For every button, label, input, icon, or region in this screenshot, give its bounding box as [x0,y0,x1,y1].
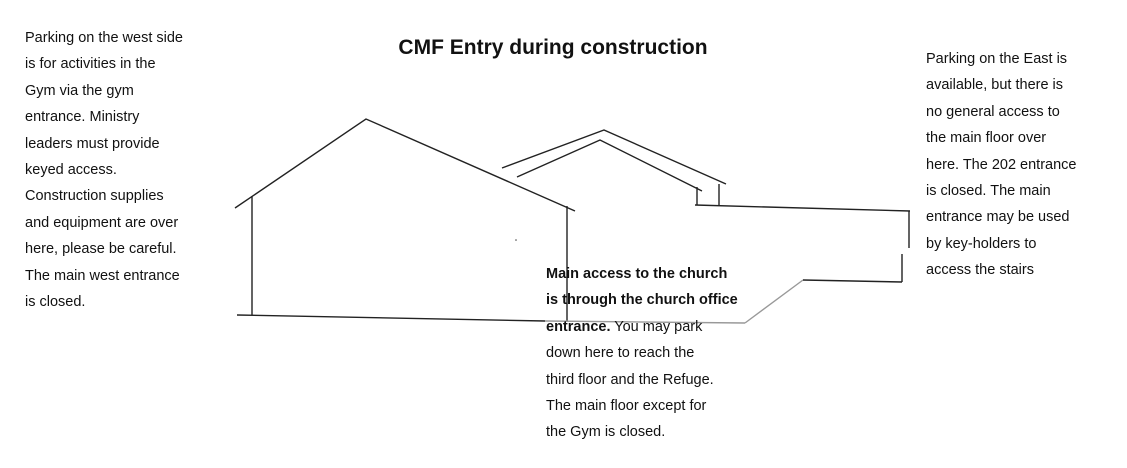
note-line: the Gym is closed. [546,424,666,441]
note-line: Construction supplies [25,188,164,205]
note-line: and equipment are over [25,214,179,231]
note-line: down here to reach the [546,345,695,362]
note-line-bold: is through the church office [546,292,738,309]
gym-roof [234,118,576,212]
note-line: here, please be careful. [25,241,177,258]
note-line: no general access to [926,103,1060,120]
note-line: The main west entrance [25,267,180,284]
note-line-bold: entrance. [546,318,611,335]
note-line: You may park [610,318,703,335]
note-line: third floor and the Refuge. [546,371,714,388]
note-line: Gym via the gym [25,82,134,99]
note-line: Parking on the west side [25,30,183,46]
note-line: entrance. Ministry [25,109,140,126]
note-line: Parking on the East is [926,51,1068,67]
page-title: CMF Entry during construction [398,36,708,59]
note-line: by key-holders to [926,235,1037,252]
note-line: access the stairs [926,262,1034,279]
note-line: is closed. The main [926,182,1051,199]
west-parking-note: Parking on the west side is for activiti… [25,25,183,315]
main-access-note: Main access to the church is through the… [546,261,738,446]
east-wing-base [802,279,903,283]
note-line: leaders must provide [25,135,160,152]
note-line: here. The 202 entrance [926,156,1077,173]
note-line-bold: Main access to the church [546,266,728,282]
ground-line [236,314,546,322]
sanctuary-roof-inner [516,139,703,192]
note-line: available, but there is [926,77,1064,94]
note-line: keyed access. [25,161,117,178]
note-line: The main floor except for [546,397,707,414]
note-line: entrance may be used [926,209,1070,226]
note-line: is for activities in the [25,56,156,73]
ground-line-faint [544,320,746,324]
stray-mark [515,239,517,241]
east-wing-roofline [694,204,911,212]
note-line: is closed. [25,293,86,310]
ramp-line [744,279,804,324]
note-line: the main floor over [926,130,1047,147]
sanctuary-roof-outer [501,129,727,185]
east-parking-note: Parking on the East is available, but th… [926,46,1076,284]
